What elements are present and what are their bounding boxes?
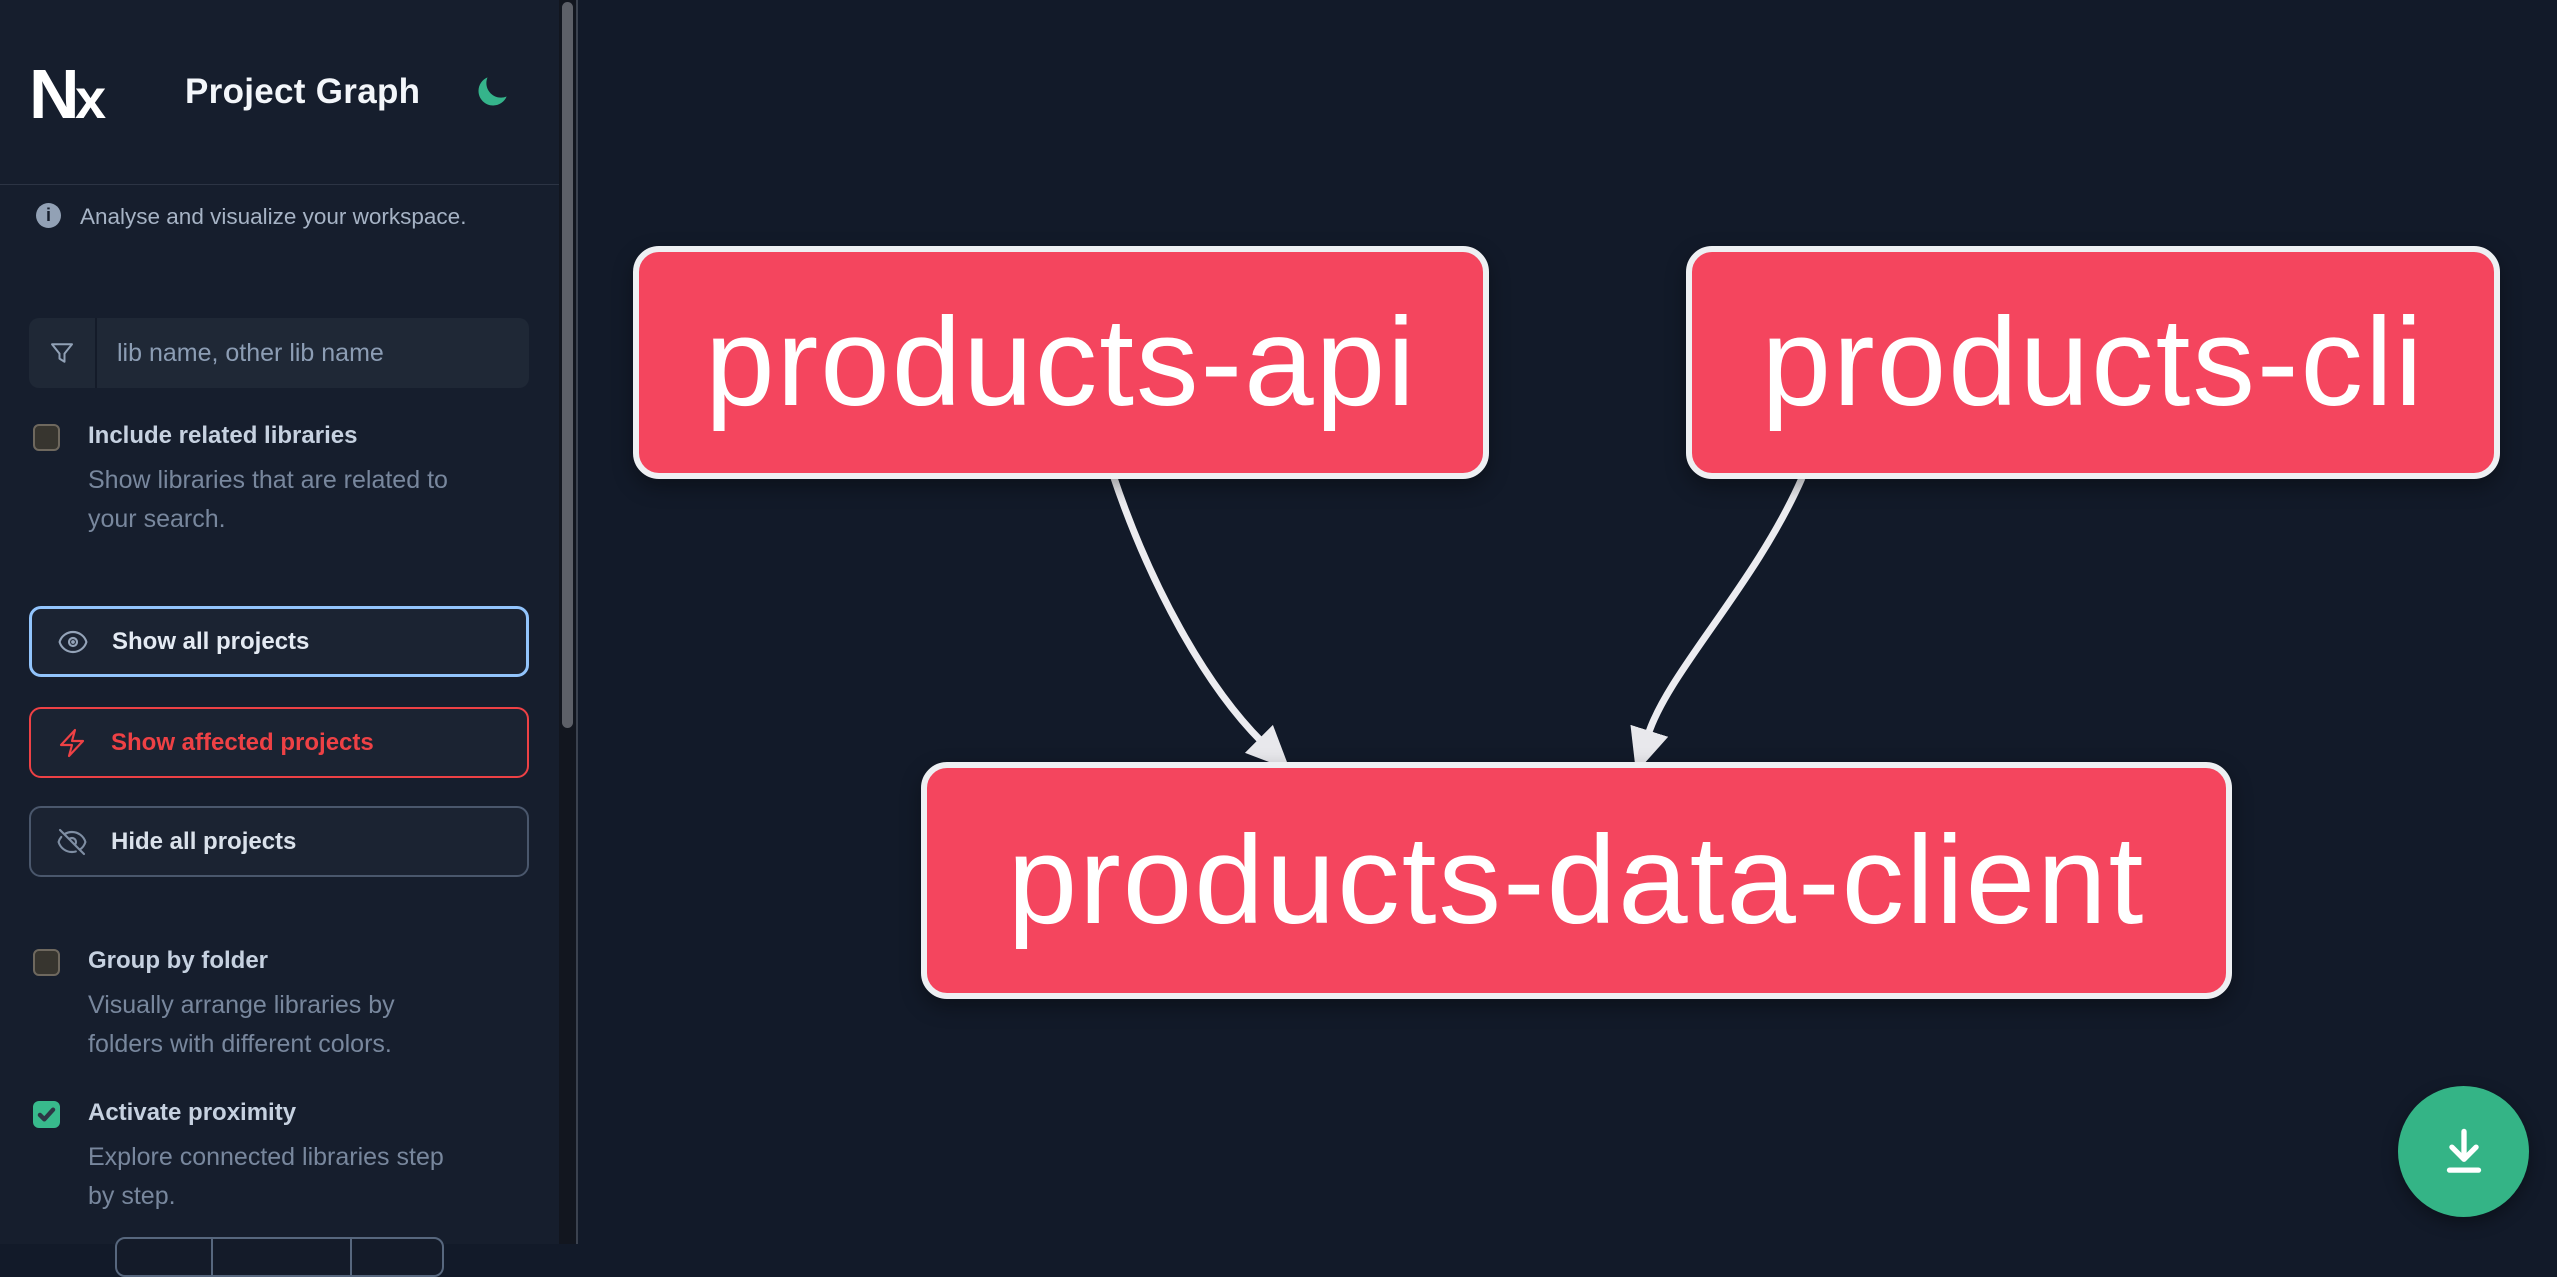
toggle-include-related-libraries: Include related libraries Show libraries… (33, 421, 523, 539)
toggle-label: Activate proximity (88, 1099, 297, 1126)
checkbox-group-by-folder[interactable] (33, 949, 60, 976)
edge-products-cli-to-products-data-client (1630, 476, 1806, 773)
eye-icon (58, 630, 88, 653)
checkbox-activate-proximity[interactable] (33, 1101, 60, 1128)
info-banner: i Analyse and visualize your workspace. (36, 203, 536, 230)
sidebar-scrollbar-thumb[interactable] (562, 2, 573, 728)
proximity-depth-control (115, 1237, 444, 1277)
download-icon (2446, 1128, 2481, 1173)
theme-toggle-moon-icon[interactable] (474, 74, 510, 110)
node-label: products-api (705, 293, 1417, 432)
toggle-description: Explore connected libraries step by step… (88, 1143, 444, 1210)
filter-icon (51, 343, 73, 363)
graph-node-products-api[interactable]: products-api (633, 246, 1489, 479)
toggle-description: Show libraries that are related to your … (88, 466, 448, 533)
node-label: products-data-client (1007, 811, 2146, 950)
button-label: Hide all projects (111, 827, 297, 855)
graph-node-products-data-client[interactable]: products-data-client (921, 762, 2232, 999)
filter-icon-cell (29, 318, 97, 388)
node-label: products-cli (1761, 293, 2425, 432)
sidebar: N x Project Graph i Analyse and visualiz… (0, 0, 559, 1277)
nx-logo: N x (29, 55, 106, 133)
check-icon (37, 1107, 56, 1122)
eye-slash-icon (57, 828, 87, 855)
show-affected-projects-button[interactable]: Show affected projects (29, 707, 529, 778)
button-label: Show all projects (112, 627, 310, 655)
show-all-projects-button[interactable]: Show all projects (29, 606, 529, 677)
download-image-button[interactable] (2398, 1086, 2529, 1217)
bolt-icon (59, 728, 85, 757)
checkbox-include-related-libraries[interactable] (33, 424, 60, 451)
svg-text:x: x (75, 67, 106, 130)
proximity-decrement-button[interactable] (117, 1239, 211, 1275)
toggle-group-by-folder: Group by folder Visually arrange librari… (33, 946, 523, 1064)
sidebar-header: N x Project Graph (0, 0, 559, 185)
toggle-label: Include related libraries (88, 422, 358, 449)
hide-all-projects-button[interactable]: Hide all projects (29, 806, 529, 877)
edge-products-api-to-products-data-client (1109, 473, 1290, 771)
info-text: Analyse and visualize your workspace. (80, 204, 467, 229)
graph-node-products-cli[interactable]: products-cli (1686, 246, 2500, 479)
proximity-depth-value (211, 1239, 350, 1275)
toggle-activate-proximity: Activate proximity Explore connected lib… (33, 1098, 523, 1216)
info-icon: i (36, 203, 61, 228)
toggle-label: Group by folder (88, 947, 268, 974)
proximity-increment-button[interactable] (350, 1239, 442, 1275)
toggle-description: Visually arrange libraries by folders wi… (88, 991, 395, 1058)
search-box (29, 318, 529, 388)
button-label: Show affected projects (111, 728, 374, 756)
svg-text:N: N (29, 55, 75, 133)
sidebar-scrollbar-track[interactable] (559, 0, 578, 1244)
page-title: Project Graph (185, 72, 421, 111)
search-input[interactable] (97, 318, 529, 388)
